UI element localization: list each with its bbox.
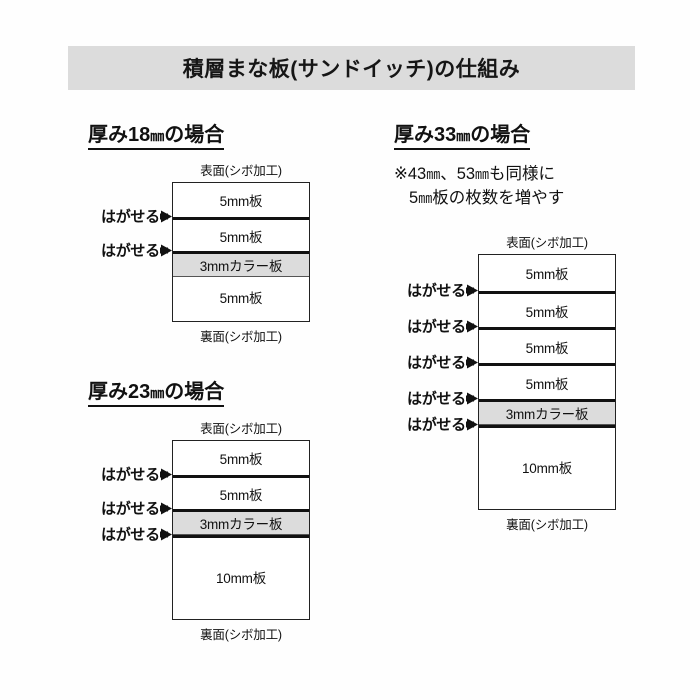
board-layer-label: 5mm板 — [525, 340, 569, 356]
front-face-label-18mm: 表面(シボ加工) — [200, 164, 282, 178]
note-line-1: ※43㎜、53㎜も同様に — [394, 165, 556, 183]
stack-diagram-33mm: 表面(シボ加工) 5mm板 5mm板 5mm板 5mm板 3mmカラー板 10mm板 裏面… — [478, 232, 616, 533]
board-layer: 3mmカラー板 — [173, 509, 309, 535]
arrow-right-icon — [465, 320, 478, 332]
board-layer: 5mm板 — [173, 217, 309, 251]
peelable-label: はがせる — [407, 390, 466, 408]
section-heading-33mm: 厚み33㎜の場合 — [394, 118, 531, 150]
board-layer: 5mm板 — [479, 291, 615, 327]
board-layer-label: 5mm板 — [525, 304, 569, 320]
peelable-callout: はがせる — [407, 414, 478, 435]
back-face-label-18mm: 裏面(シボ加工) — [200, 330, 282, 344]
arrow-right-icon — [159, 468, 172, 480]
peelable-callout: はがせる — [101, 206, 172, 227]
back-face-label-33mm: 裏面(シボ加工) — [506, 518, 588, 532]
board-layer-label: 5mm板 — [219, 452, 263, 467]
peelable-callout: はがせる — [407, 316, 478, 337]
peelable-label: はがせる — [407, 318, 466, 336]
board-layer: 5mm板 — [479, 363, 615, 399]
board-layer-label: 5mm板 — [219, 229, 263, 245]
section-heading-23mm: 厚み23㎜の場合 — [88, 375, 225, 407]
board-layer: 5mm板 — [173, 441, 309, 475]
stack-diagram-18mm: 表面(シボ加工) 5mm板 5mm板 3mmカラー板 5mm板 裏面(シボ加工) — [172, 160, 310, 345]
board-layer-label: 5mm板 — [525, 267, 569, 282]
board-layer-label: 5mm板 — [525, 376, 569, 392]
peelable-callout: はがせる — [101, 524, 172, 545]
board-layer-label: 5mm板 — [219, 194, 263, 209]
peelable-callout: はがせる — [101, 464, 172, 485]
peelable-label: はがせる — [101, 466, 160, 484]
peelable-callout: はがせる — [407, 280, 478, 301]
peelable-label: はがせる — [407, 416, 466, 434]
arrow-right-icon — [465, 418, 478, 430]
page-title: 積層まな板(サンドイッチ)の仕組み — [182, 58, 521, 81]
note-line-2: 5㎜板の枚数を増やす — [409, 188, 565, 207]
peelable-callout: はがせる — [101, 240, 172, 261]
peelable-label: はがせる — [407, 354, 466, 372]
peelable-label: はがせる — [101, 242, 160, 260]
board-layer-label: 5mm板 — [219, 291, 263, 306]
arrow-right-icon — [159, 244, 172, 256]
peelable-callout: はがせる — [101, 498, 172, 519]
section-heading-18mm: 厚み18㎜の場合 — [88, 118, 225, 150]
layer-stack-33mm: 5mm板 5mm板 5mm板 5mm板 3mmカラー板 10mm板 — [478, 254, 616, 510]
arrow-right-icon — [159, 502, 172, 514]
board-layer: 3mmカラー板 — [479, 399, 615, 425]
board-layer-label: 10mm板 — [215, 570, 266, 586]
additional-thickness-note: ※43㎜、53㎜も同様に 5㎜板の枚数を増やす — [394, 163, 564, 211]
board-layer: 10mm板 — [479, 425, 615, 505]
board-layer: 5mm板 — [173, 183, 309, 217]
front-face-label-23mm: 表面(シボ加工) — [200, 422, 282, 436]
board-layer: 5mm板 — [173, 277, 309, 317]
board-layer-label: 3mmカラー板 — [199, 517, 283, 532]
peelable-label: はがせる — [407, 282, 466, 300]
back-face-label-23mm: 裏面(シボ加工) — [200, 628, 282, 642]
board-layer-label: 5mm板 — [219, 487, 263, 503]
peelable-callout: はがせる — [407, 388, 478, 409]
board-layer-label: 3mmカラー板 — [199, 259, 283, 274]
arrow-right-icon — [159, 210, 172, 222]
board-layer-label: 3mmカラー板 — [505, 407, 589, 422]
board-layer: 5mm板 — [173, 475, 309, 509]
peelable-label: はがせる — [101, 500, 160, 518]
arrow-right-icon — [465, 392, 478, 404]
peelable-label: はがせる — [101, 526, 160, 544]
board-layer-label: 10mm板 — [521, 460, 572, 476]
front-face-label-33mm: 表面(シボ加工) — [506, 236, 588, 250]
board-layer: 3mmカラー板 — [173, 251, 309, 277]
layer-stack-18mm: 5mm板 5mm板 3mmカラー板 5mm板 — [172, 182, 310, 322]
title-banner: 積層まな板(サンドイッチ)の仕組み — [68, 46, 635, 90]
arrow-right-icon — [465, 284, 478, 296]
layer-stack-23mm: 5mm板 5mm板 3mmカラー板 10mm板 — [172, 440, 310, 620]
arrow-right-icon — [159, 528, 172, 540]
board-layer: 5mm板 — [479, 327, 615, 363]
stack-diagram-23mm: 表面(シボ加工) 5mm板 5mm板 3mmカラー板 10mm板 裏面(シボ加工) — [172, 418, 310, 643]
board-layer: 10mm板 — [173, 535, 309, 615]
arrow-right-icon — [465, 356, 478, 368]
peelable-callout: はがせる — [407, 352, 478, 373]
board-layer: 5mm板 — [479, 255, 615, 291]
peelable-label: はがせる — [101, 208, 160, 226]
